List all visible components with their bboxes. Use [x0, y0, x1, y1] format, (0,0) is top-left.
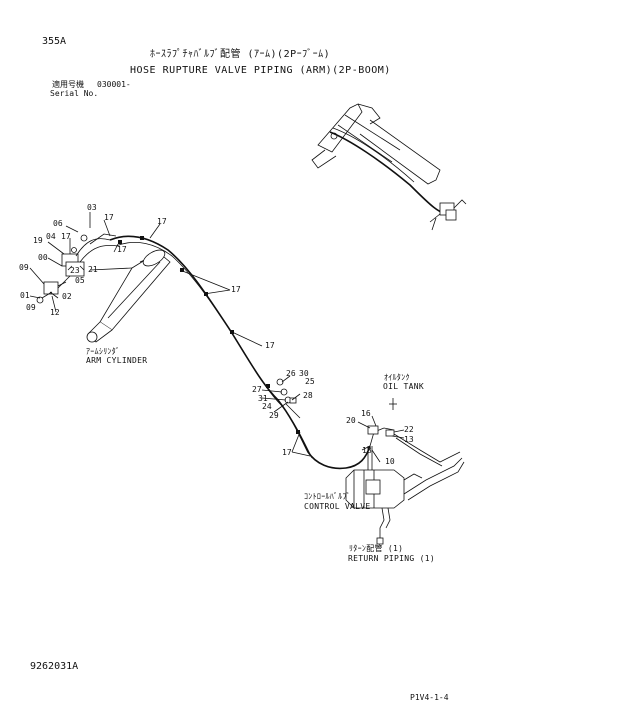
leader-lines [29, 212, 405, 463]
serial-label-en: Serial No. [50, 89, 99, 98]
callout-12: 12 [50, 308, 60, 317]
main-hose-run [109, 235, 371, 470]
oil-tank-connection [367, 398, 461, 467]
callout-09: 09 [26, 303, 36, 312]
callout-17: 17 [282, 448, 292, 457]
title-english: HOSE RUPTURE VALVE PIPING (ARM)(2P-BOOM) [130, 65, 391, 76]
callout-17: 17 [104, 213, 114, 222]
callout-26: 26 [286, 369, 296, 378]
callout-24: 24 [262, 402, 272, 411]
callout-17: 17 [117, 245, 127, 254]
callout-06: 06 [53, 219, 63, 228]
callout-05: 05 [75, 276, 85, 285]
callout-29: 29 [269, 411, 279, 420]
arm-cylinder-label-jp: ｱｰﾑｼﾘﾝﾀﾞ [86, 347, 121, 356]
part-callouts: 03 06 17 17 19 04 17 17 00 09 23 21 05 0… [19, 203, 414, 466]
oil-tank-label: OIL TANK [383, 382, 424, 391]
arm-cylinder-label: ARM CYLINDER [86, 356, 148, 365]
callout-01: 01 [20, 291, 30, 300]
control-valve [345, 446, 423, 509]
arm-cylinder [86, 249, 171, 343]
oil-tank-label-jp: ｵｲﾙﾀﾝｸ [384, 373, 410, 382]
callout-17: 17 [61, 232, 71, 241]
callout-04: 04 [46, 232, 56, 241]
drawing-number: 9262031A [30, 661, 79, 672]
serial-number: 030001- [97, 80, 131, 89]
callout-03: 03 [87, 203, 97, 212]
overview-inset [311, 103, 467, 231]
callout-09: 09 [19, 263, 29, 272]
control-valve-label-jp: ｺﾝﾄﾛｰﾙﾊﾞﾙﾌﾞ [304, 492, 351, 501]
callout-30: 30 [299, 369, 309, 378]
hose-rupture-valve [36, 233, 119, 304]
callout-16: 16 [361, 409, 371, 418]
return-piping-label-jp: ﾘﾀｰﾝ配管 (1) [349, 544, 404, 553]
callout-18: 18 [362, 446, 372, 455]
callout-25: 25 [305, 377, 315, 386]
callout-00: 00 [38, 253, 48, 262]
control-valve-label: CONTROL VALVE [304, 502, 371, 511]
callout-13: 13 [404, 435, 414, 444]
return-piping-label: RETURN PIPING (1) [348, 554, 435, 563]
callout-22: 22 [404, 425, 414, 434]
callout-02: 02 [62, 292, 72, 301]
title-japanese: ﾎｰｽﾗﾌﾟﾁｬﾊﾞﾙﾌﾞ配管 (ｱｰﾑ)(2Pｰﾌﾞｰﾑ) [150, 49, 331, 60]
callout-10: 10 [385, 457, 395, 466]
serial-label-jp: 適用号機 [52, 80, 84, 89]
callout-20: 20 [346, 416, 356, 425]
callout-23: 23 [70, 266, 80, 275]
callout-21: 21 [88, 265, 98, 274]
page-reference: P1V4-1-4 [410, 693, 449, 702]
callout-27: 27 [252, 385, 262, 394]
callout-17: 17 [157, 217, 167, 226]
callout-17: 17 [265, 341, 275, 350]
callout-19: 19 [33, 236, 43, 245]
return-piping [376, 457, 465, 545]
page-code: 355A [42, 36, 67, 47]
callout-17: 17 [231, 285, 241, 294]
callout-28: 28 [303, 391, 313, 400]
callout-31: 31 [258, 394, 268, 403]
